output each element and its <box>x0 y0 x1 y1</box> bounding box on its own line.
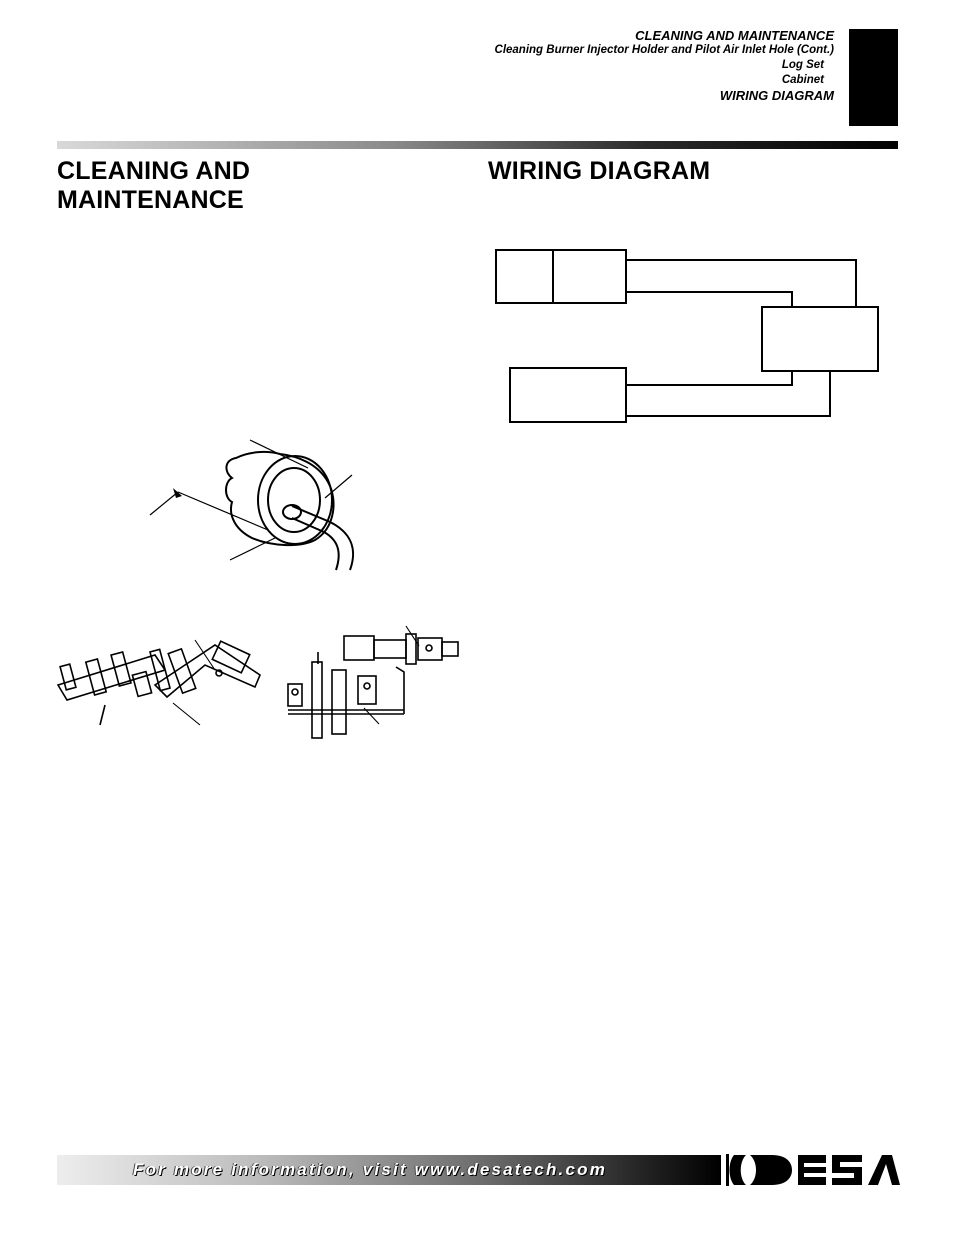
section-tab-marker <box>849 29 898 126</box>
running-header-line: Cabinet <box>781 74 824 86</box>
desa-logo <box>726 1154 900 1186</box>
pilot-assembly-illustration-right <box>287 625 459 739</box>
running-header-line: Cleaning Burner Injector Holder and Pilo… <box>494 44 834 56</box>
section-title-cleaning: CLEANING AND MAINTENANCE <box>57 157 251 214</box>
footer-bar <box>57 1155 721 1185</box>
injector-holder-illustration <box>149 439 355 571</box>
wiring-diagram <box>495 249 879 423</box>
section-title-wiring: WIRING DIAGRAM <box>488 157 711 185</box>
wiring-box-generator <box>509 367 627 423</box>
running-header: CLEANING AND MAINTENANCE Cleaning Burner… <box>495 28 834 103</box>
wire-4 <box>626 371 831 417</box>
wire-3 <box>626 371 793 386</box>
footer-website-text: For more information, visit www.desatech… <box>133 1160 608 1179</box>
wire-1 <box>626 259 857 307</box>
running-header-line: WIRING DIAGRAM <box>719 88 834 103</box>
wiring-box-control <box>761 306 879 372</box>
pilot-assembly-illustration-left <box>56 639 261 726</box>
header-divider <box>57 141 898 149</box>
running-header-line: CLEANING AND MAINTENANCE <box>635 28 834 43</box>
wiring-box-switch <box>495 249 627 304</box>
wire-2 <box>626 291 793 307</box>
running-header-line: Log Set <box>781 59 824 71</box>
